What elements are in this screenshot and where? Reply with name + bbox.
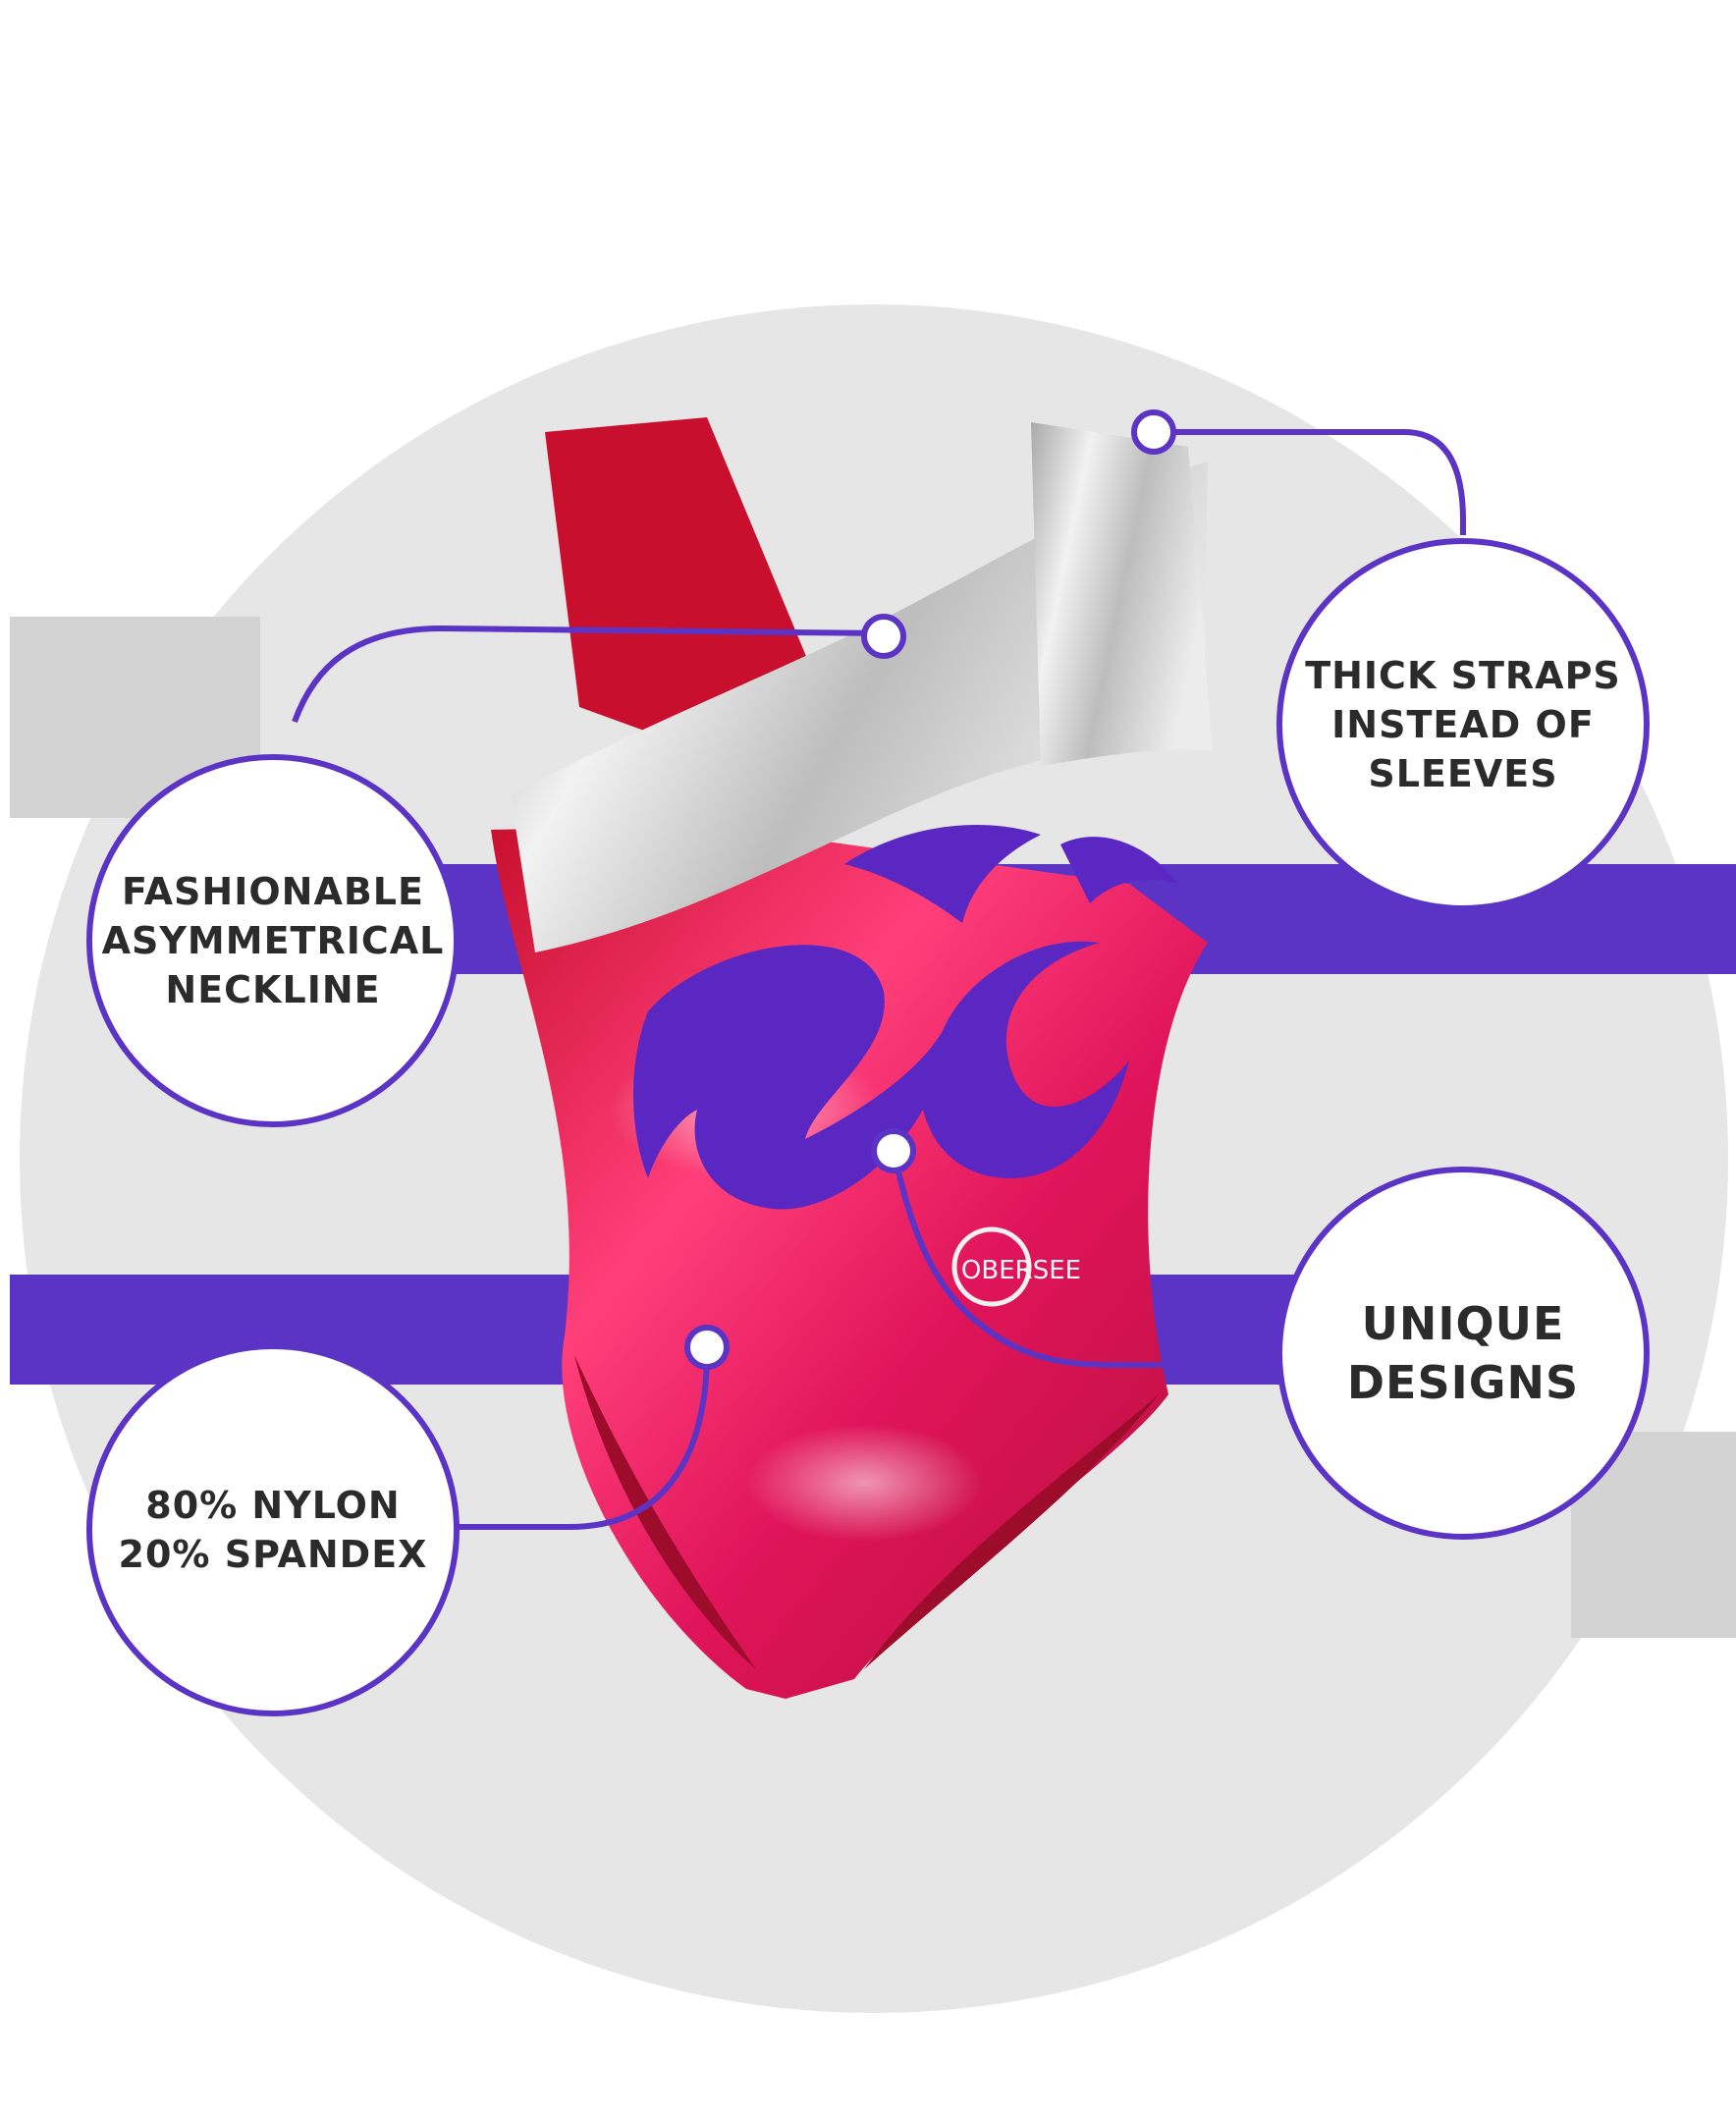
callout-neckline-line-3: NECKLINE [165, 968, 381, 1011]
connector-dot-fabric [684, 1325, 730, 1370]
callout-designs: UNIQUE DESIGNS [1276, 1167, 1650, 1540]
callout-fabric-line-1: 80% NYLON [145, 1484, 401, 1527]
callout-straps-line-3: SLEEVES [1368, 752, 1558, 795]
connector-neckline [292, 625, 885, 724]
brand-mark: OBERSEE [961, 1256, 1081, 1285]
callout-designs-line-2: DESIGNS [1346, 1356, 1580, 1409]
brand-logo-ring [951, 1226, 1032, 1307]
leotard-leg-opening-right [864, 1394, 1159, 1669]
leotard-purple-motif [633, 825, 1178, 1210]
connector-dot-neckline [861, 614, 906, 659]
callout-designs-line-1: UNIQUE [1361, 1297, 1565, 1350]
callout-fabric-line-2: 20% SPANDEX [118, 1533, 428, 1576]
callout-straps-line-1: THICK STRAPS [1305, 654, 1621, 697]
connector-designs [891, 1148, 1267, 1368]
connector-straps [1154, 429, 1466, 535]
leotard-front-strap [1031, 422, 1213, 766]
callout-neckline-line-2: ASYMMETRICAL [101, 919, 445, 962]
leotard-silver-panel [511, 462, 1208, 952]
connector-fabric [457, 1349, 710, 1530]
connector-dot-straps [1131, 409, 1176, 455]
leotard-back-strap [545, 417, 815, 746]
connector-dot-designs [871, 1128, 916, 1173]
callout-straps: THICK STRAPS INSTEAD OF SLEEVES [1276, 538, 1650, 911]
callout-fabric: 80% NYLON 20% SPANDEX [86, 1343, 460, 1716]
callout-neckline: FASHIONABLE ASYMMETRICAL NECKLINE [86, 754, 460, 1127]
fabric-highlight-lower [746, 1424, 982, 1542]
callout-straps-line-2: INSTEAD OF [1331, 703, 1595, 746]
callout-neckline-line-1: FASHIONABLE [122, 870, 424, 913]
